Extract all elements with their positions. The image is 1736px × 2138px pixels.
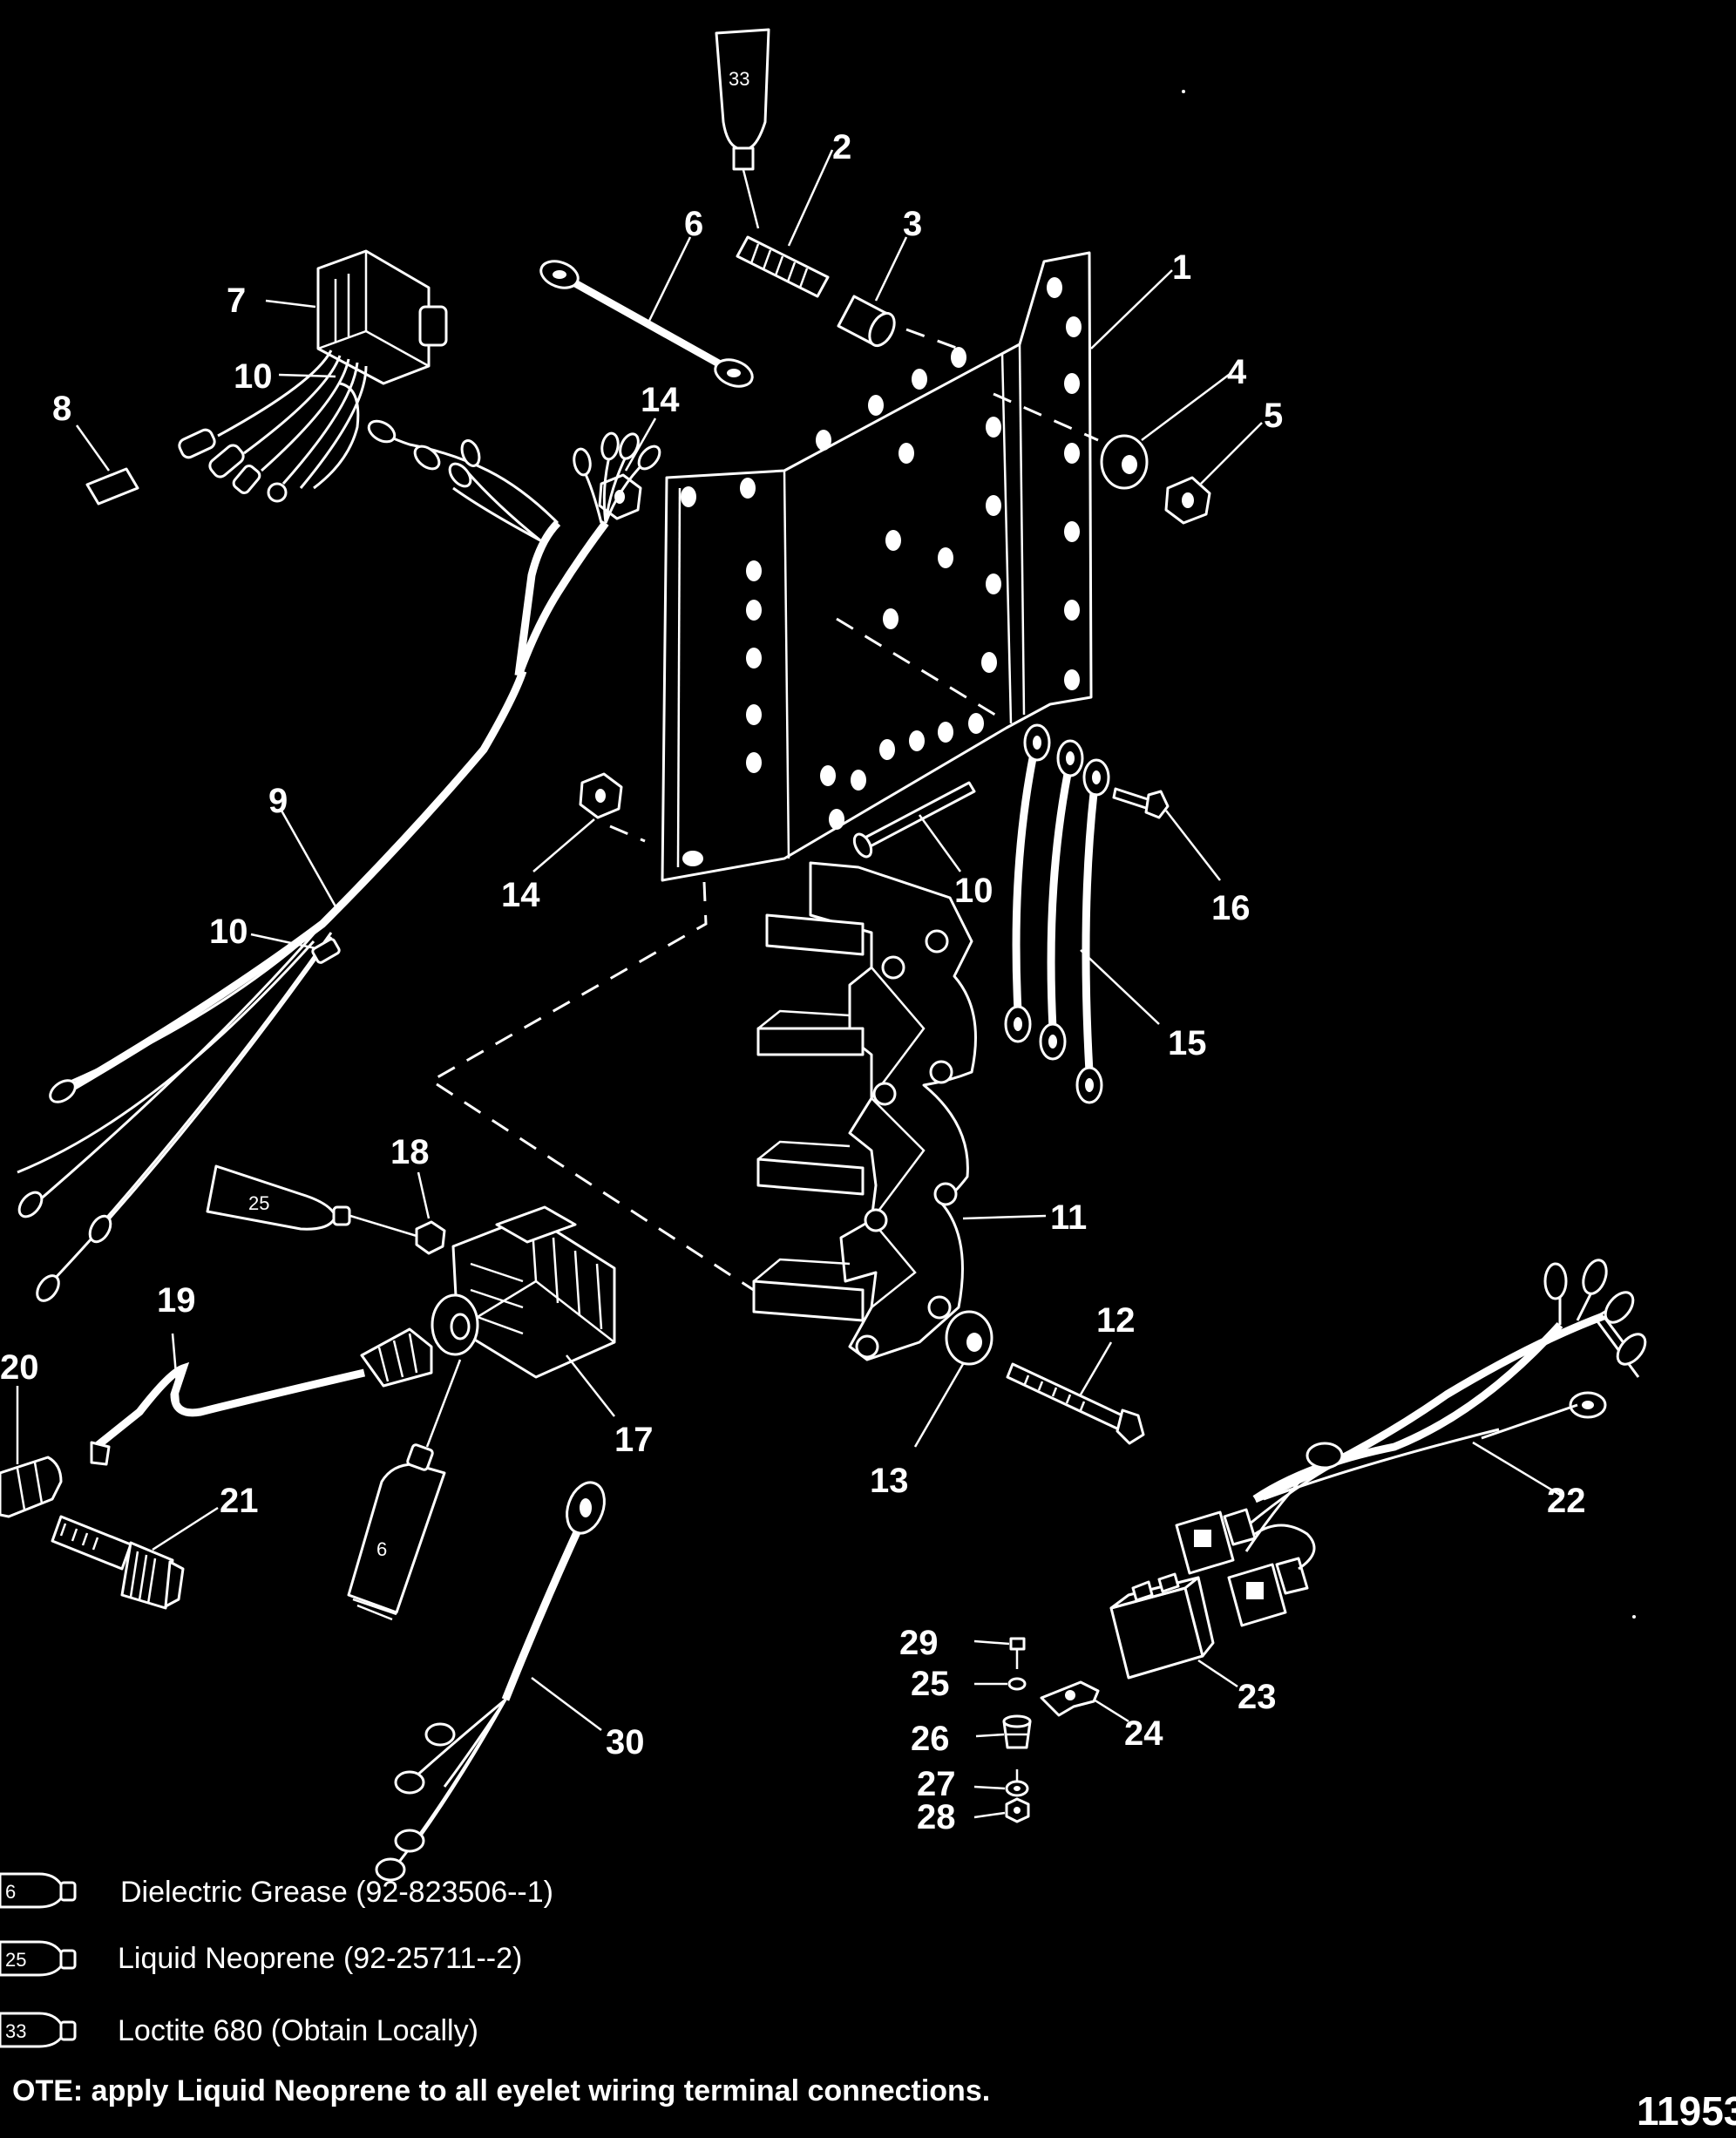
fuse-part-8: [85, 467, 139, 506]
callout-6: 6: [684, 205, 703, 243]
grommet-part-26: [1002, 1714, 1032, 1749]
grommet-part-17: [431, 1293, 479, 1356]
tube-label-6: 6: [376, 1538, 387, 1560]
neoprene-tube-icon: 25: [206, 1164, 351, 1231]
callout-15: 15: [1168, 1024, 1207, 1062]
legend-symbol-25: 25: [5, 1949, 26, 1971]
figure-number: 11953: [1637, 2088, 1736, 2134]
bracket-clip-part-24: [1040, 1680, 1100, 1717]
switch-box-part-17: [451, 1205, 616, 1379]
wiring-harness-part-9: [17, 419, 661, 1302]
callout-2: 2: [832, 128, 851, 166]
loctite-tube-icon: 33: [715, 28, 770, 171]
bolt-part-16: [1112, 787, 1170, 819]
callout-8: 8: [52, 390, 71, 428]
cable-part-19: [90, 1327, 433, 1466]
bolt-part-10: [852, 781, 976, 859]
legend-symbol-6: 6: [5, 1881, 16, 1903]
ground-strap-part-6: [539, 260, 754, 388]
callout-25: 25: [911, 1665, 950, 1703]
callout-10-harness: 10: [209, 913, 248, 951]
callout-22: 22: [1547, 1482, 1586, 1520]
rectifier-part-7: [316, 249, 448, 385]
callout-30: 30: [606, 1723, 645, 1761]
callout-1: 1: [1172, 248, 1191, 287]
washer-part-27: [1005, 1769, 1029, 1797]
legend-item-grease: 6 Dielectric Grease (92-823506--1): [0, 1872, 553, 1909]
callout-12: 12: [1096, 1301, 1136, 1340]
screw-part-29: [1009, 1637, 1026, 1669]
callout-9: 9: [268, 782, 288, 820]
boot-part-20: [0, 1456, 63, 1518]
tube-label-33: 33: [729, 68, 749, 90]
ground-strap-bundle-part-30: [375, 1481, 606, 1882]
callout-18: 18: [390, 1133, 430, 1171]
callout-11: 11: [1050, 1198, 1087, 1237]
mounting-plate-part-1: [661, 251, 1093, 882]
callout-4: 4: [1227, 353, 1247, 391]
ground-straps-part-15: [1004, 723, 1110, 1104]
rectifier-leads: [178, 350, 368, 503]
callout-29: 29: [899, 1624, 939, 1662]
callout-3: 3: [903, 205, 922, 243]
callout-13: 13: [870, 1462, 909, 1500]
note-text: OTE: apply Liquid Neoprene to all eyelet…: [12, 2074, 990, 2107]
callout-19: 19: [157, 1281, 196, 1320]
nut-part-14-bottom: [579, 772, 623, 819]
callout-28: 28: [917, 1798, 956, 1836]
callout-16: 16: [1211, 889, 1251, 927]
legend-item-neoprene: 25 Liquid Neoprene (92-25711--2): [0, 1940, 522, 1977]
nut-part-18: [415, 1220, 446, 1255]
callout-14-bottom: 14: [501, 876, 540, 914]
callout-14-top: 14: [641, 381, 680, 419]
callout-27: 27: [917, 1765, 956, 1803]
grease-tube-icon: 6: [347, 1443, 446, 1621]
callout-10-bolt: 10: [954, 872, 993, 910]
tube-label-25: 25: [248, 1192, 269, 1214]
callout-10-top: 10: [234, 357, 273, 396]
stud-part-2: [736, 235, 830, 298]
callout-21: 21: [220, 1482, 259, 1520]
washer-part-13: [945, 1310, 993, 1366]
legend-text-grease: Dielectric Grease (92-823506--1): [120, 1876, 553, 1909]
wiring-harness-part-22: [1175, 1259, 1647, 1627]
legend-symbol-33: 33: [5, 2020, 26, 2042]
spacer-part-3: [837, 295, 896, 348]
callout-17: 17: [614, 1421, 654, 1459]
callout-24: 24: [1124, 1714, 1163, 1753]
callout-26: 26: [911, 1720, 950, 1758]
sensor-part-21: [51, 1515, 185, 1610]
legend-item-loctite: 33 Loctite 680 (Obtain Locally): [0, 2012, 478, 2048]
nut-part-5: [1164, 476, 1211, 525]
legend: 6 Dielectric Grease (92-823506--1) 25 Li…: [0, 1872, 553, 2048]
callout-7: 7: [227, 282, 246, 320]
nut-part-14-top: [598, 473, 642, 520]
washer-part-25: [1007, 1677, 1027, 1691]
legend-text-neoprene: Liquid Neoprene (92-25711--2): [118, 1942, 522, 1975]
nut-part-28: [1005, 1797, 1030, 1823]
callout-20: 20: [0, 1348, 39, 1387]
callout-5: 5: [1264, 397, 1283, 435]
bolt-part-12: [1006, 1362, 1145, 1445]
washer-part-4: [1100, 434, 1149, 490]
callout-23: 23: [1238, 1678, 1277, 1716]
relay-part-23: [1109, 1572, 1215, 1680]
coil-bracket-part-11: [752, 861, 977, 1361]
legend-text-loctite: Loctite 680 (Obtain Locally): [118, 2014, 478, 2047]
